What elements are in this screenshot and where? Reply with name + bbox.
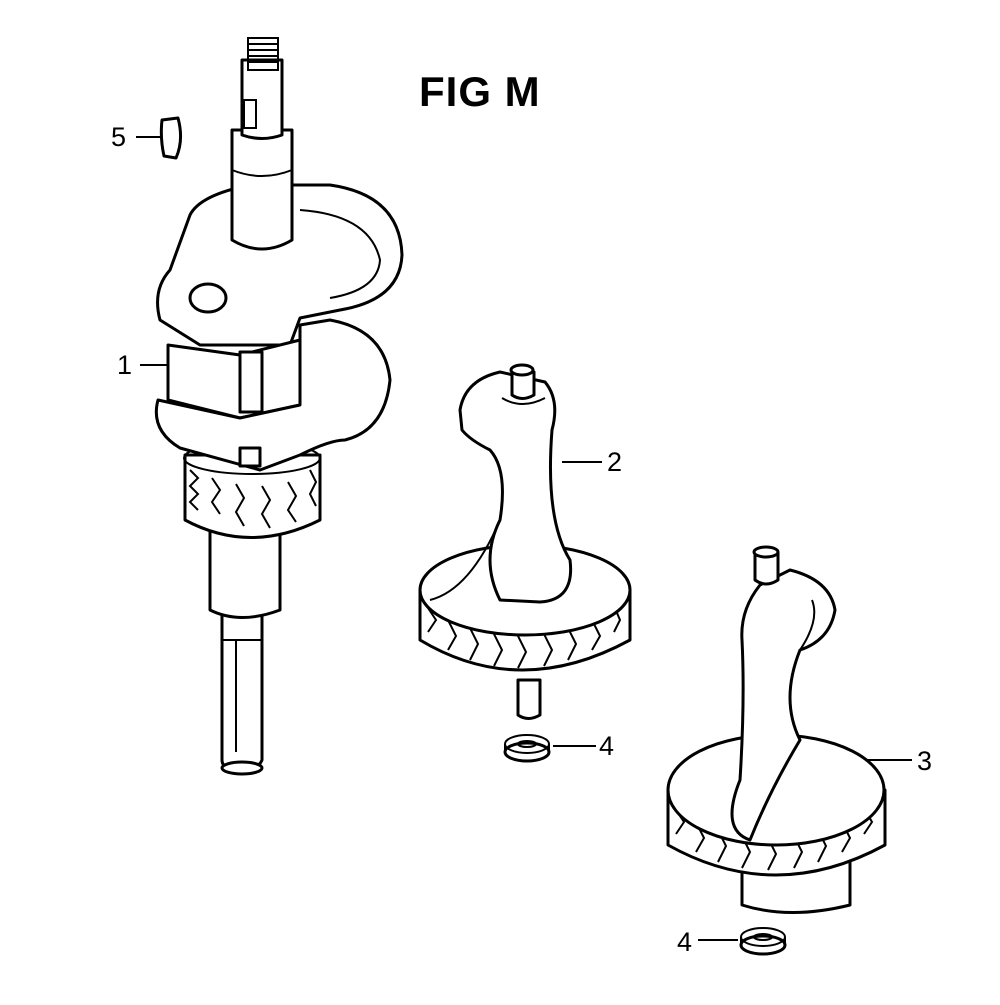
callout-label-1: 1: [117, 350, 133, 380]
key: [136, 116, 183, 160]
figure-title: FIG M: [419, 68, 541, 115]
callout-label-3: 3: [917, 746, 933, 776]
balancer-shaft-2: [418, 363, 632, 720]
callout-label-4a: 4: [599, 731, 615, 761]
callout-label-5: 5: [111, 122, 127, 152]
crankshaft: [154, 37, 404, 776]
washer-4a: [503, 734, 596, 763]
callout-label-2: 2: [607, 447, 623, 477]
washer-4b: [698, 927, 787, 956]
balancer-shaft-3: [666, 545, 912, 914]
balancer-gear-3: [666, 733, 887, 877]
callout-label-4b: 4: [677, 927, 693, 957]
crank-gear: [183, 441, 322, 539]
